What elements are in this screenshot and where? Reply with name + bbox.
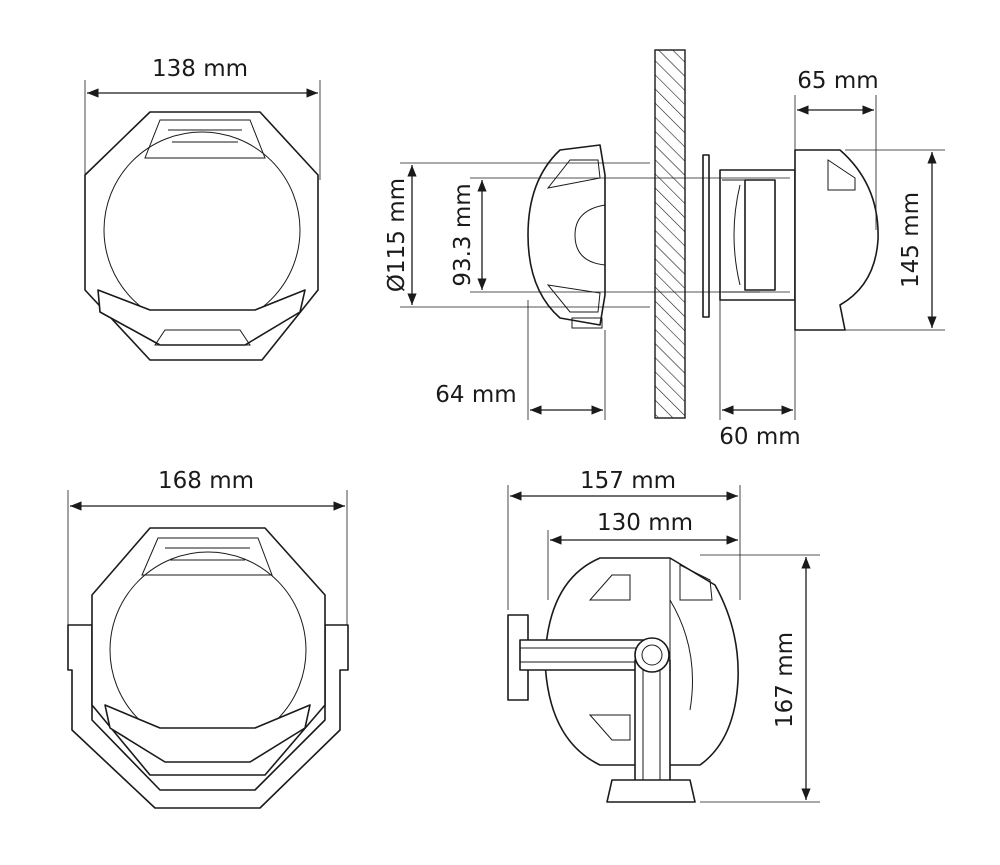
dim-label-145: 145 mm [898, 192, 924, 288]
side-view-bracket: 157 mm 130 mm 167 mm [507, 468, 820, 803]
front-view-flush: 138 mm [84, 56, 321, 361]
dim-label-167: 167 mm [772, 632, 798, 728]
dim-label-138: 138 mm [152, 56, 248, 82]
dim-label-93-3: 93.3 mm [450, 183, 476, 286]
dim-label-64: 64 mm [435, 382, 516, 408]
dim-label-diameter: Ø115 mm [384, 178, 410, 292]
dim-label-65: 65 mm [797, 68, 878, 94]
dim-label-168: 168 mm [158, 468, 254, 494]
dim-label-130: 130 mm [597, 510, 693, 536]
mounting-panel [654, 49, 686, 419]
dim-label-157: 157 mm [580, 468, 676, 494]
front-view-bracket: 168 mm [67, 468, 349, 809]
dim-label-60: 60 mm [719, 424, 800, 450]
side-view-flush: Ø115 mm 93.3 mm 65 mm 145 mm 64 mm 60 mm [384, 49, 945, 450]
